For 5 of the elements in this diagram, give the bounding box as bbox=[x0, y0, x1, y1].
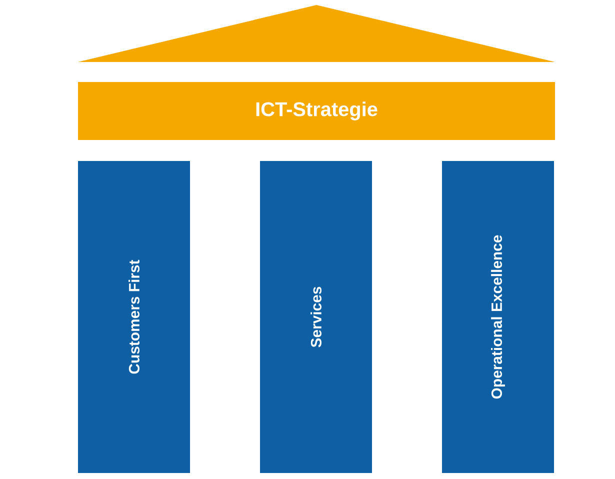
pillar: Services bbox=[260, 160, 372, 473]
pillar: Customers First bbox=[78, 160, 190, 473]
pillar: Operational Excellence bbox=[442, 160, 554, 473]
roof-triangle bbox=[78, 5, 555, 62]
strategy-band: ICT-Strategie bbox=[78, 82, 555, 140]
